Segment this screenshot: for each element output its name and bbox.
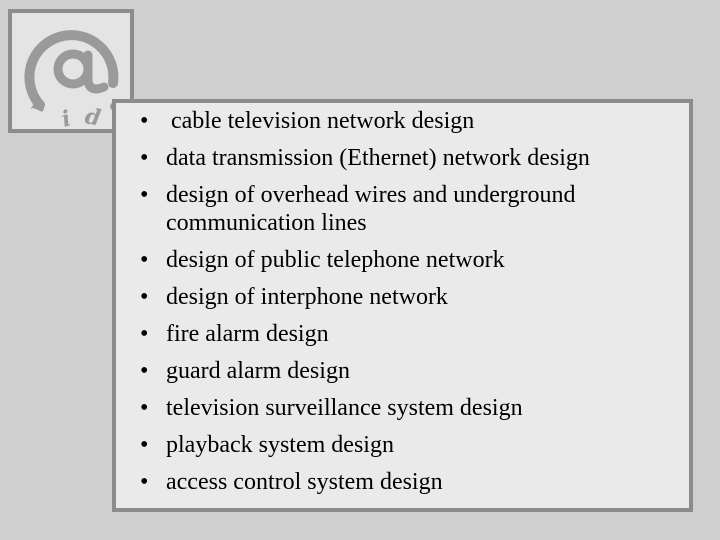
list-item: • data transmission (Ethernet) network d…: [136, 144, 676, 172]
bullet: •: [140, 469, 149, 495]
services-panel: [112, 99, 693, 512]
bullet: •: [140, 358, 149, 384]
service-text: playback system design: [166, 432, 394, 458]
bullet: •: [140, 321, 149, 347]
bullet: •: [140, 145, 149, 171]
service-text: guard alarm design: [166, 358, 350, 384]
logo-letter-d: d: [83, 103, 103, 131]
service-text: data transmission (Ethernet) network des…: [166, 145, 590, 171]
service-text: design of interphone network: [166, 284, 448, 310]
logo-letter-i: i: [59, 106, 74, 133]
bullet: •: [140, 247, 149, 273]
at-sign-logo-icon: v i d e: [24, 30, 131, 133]
list-item: • fire alarm design: [136, 320, 676, 348]
list-item: • cable television network design: [136, 107, 676, 135]
bullet: •: [140, 182, 149, 208]
bullet: •: [140, 108, 149, 134]
bullet: •: [140, 284, 149, 310]
service-text: design of overhead wires and underground…: [166, 182, 576, 236]
service-text: television surveillance system design: [166, 395, 523, 421]
list-item: • design of public telephone network: [136, 246, 676, 274]
services-list: • cable television network design • data…: [136, 107, 676, 505]
list-item: • guard alarm design: [136, 357, 676, 385]
bullet: •: [140, 395, 149, 421]
service-text: access control system design: [166, 469, 443, 495]
list-item: • playback system design: [136, 431, 676, 459]
company-logo: v i d e: [8, 9, 134, 133]
list-item: • design of overhead wires and undergrou…: [136, 181, 676, 237]
service-text: design of public telephone network: [166, 247, 505, 273]
list-item: • television surveillance system design: [136, 394, 676, 422]
bullet: •: [140, 432, 149, 458]
service-text: cable television network design: [171, 108, 475, 134]
list-item: • access control system design: [136, 468, 676, 496]
list-item: • design of interphone network: [136, 283, 676, 311]
service-text: fire alarm design: [166, 321, 329, 347]
